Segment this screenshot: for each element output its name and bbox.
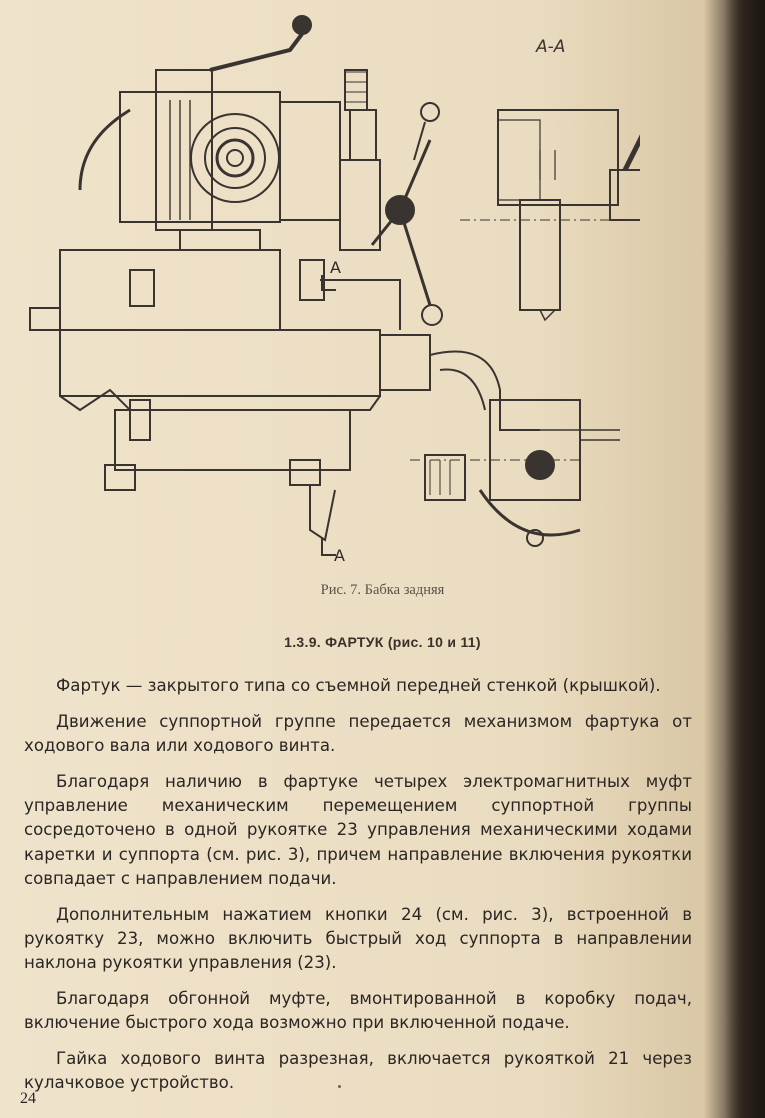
- page-number: 24: [20, 1090, 36, 1107]
- paragraph: Движение суппортной группе передается ме…: [24, 712, 692, 756]
- headstock-body: [119, 69, 381, 251]
- section-a-a-label: A-A: [536, 37, 566, 57]
- locking-mechanism: [410, 350, 620, 547]
- paragraph: Гайка ходового винта разрезная, включает…: [24, 1049, 692, 1093]
- top-lever: [209, 15, 312, 72]
- column: [59, 108, 401, 331]
- print-speck: [338, 1085, 341, 1088]
- paragraph: Фартук — закрытого типа со съемной перед…: [56, 676, 661, 695]
- paragraph: Дополнительным нажатием кнопки 24 (см. р…: [24, 904, 692, 972]
- body-text: Фартук — закрытого типа со съемной перед…: [24, 674, 692, 1095]
- section-heading: 1.3.9. ФАРТУК (рис. 10 и 11): [284, 634, 481, 650]
- page-edge-shadow: [725, 0, 765, 1118]
- base-body: [29, 307, 431, 542]
- section-mark-bottom: A: [334, 546, 345, 565]
- paragraph: Благодаря наличию в фартуке четырех элек…: [24, 772, 692, 888]
- handwheel: [370, 102, 443, 326]
- paragraph: Благодаря обгонной муфте, вмонтированной…: [24, 989, 692, 1033]
- tailstock-drawing: [29, 15, 640, 556]
- figure-caption: Рис. 7. Бабка задняя: [320, 582, 445, 598]
- section-mark-top: A: [330, 258, 341, 277]
- section-a-a-view: [460, 109, 640, 322]
